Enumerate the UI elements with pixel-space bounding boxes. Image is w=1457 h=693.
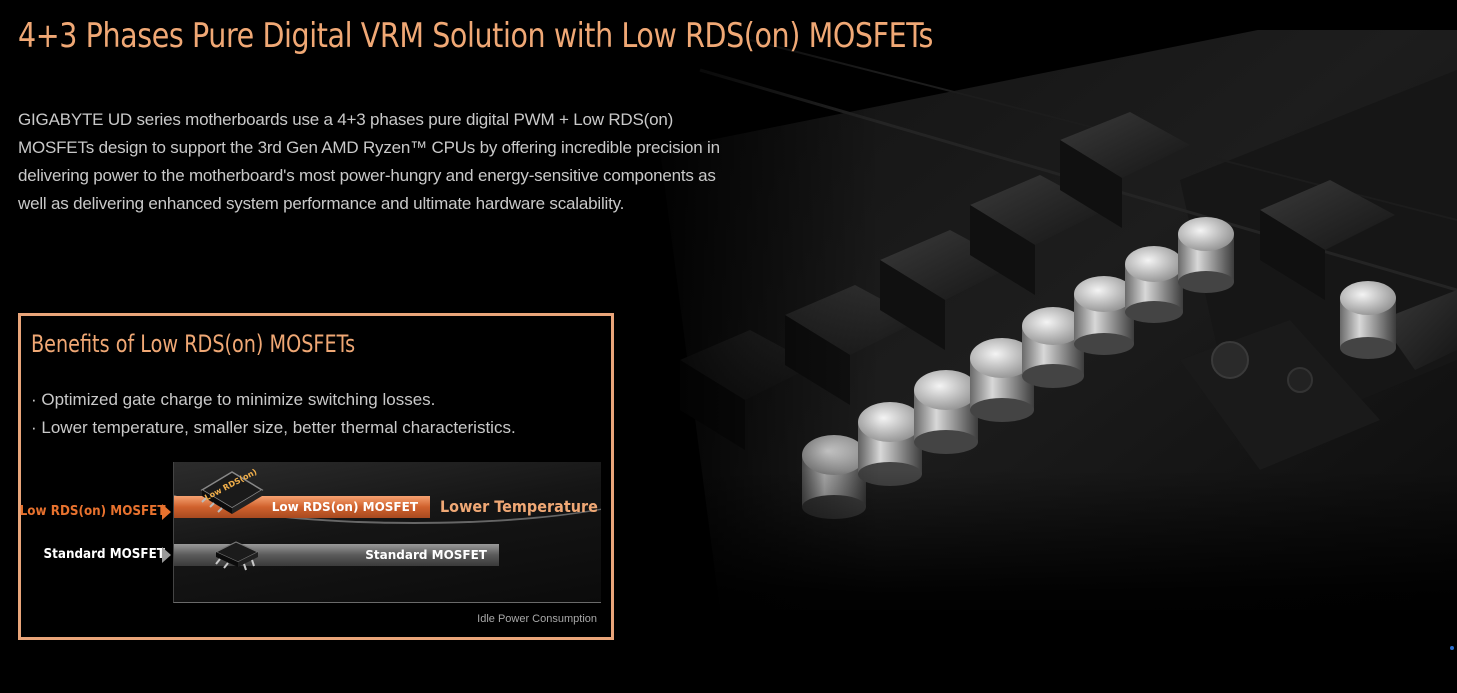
background-fade-bottom bbox=[560, 470, 1457, 693]
chart-bar-label: Standard MOSFET bbox=[365, 548, 487, 562]
chart-decoration bbox=[174, 462, 601, 524]
list-item: · Optimized gate charge to minimize swit… bbox=[31, 390, 436, 409]
indicator-dot bbox=[1450, 646, 1454, 650]
benefits-panel: Benefits of Low RDS(on) MOSFETs · Optimi… bbox=[18, 313, 614, 640]
chart-annotation-lower-temperature: Lower Temperature bbox=[440, 497, 598, 516]
chart-category-label-low: Low RDS(on) MOSFET bbox=[19, 504, 165, 519]
chart-x-axis-label: Idle Power Consumption bbox=[477, 613, 597, 625]
mosfet-comparison-chart: Low RDS(on) MOSFET Lower Temperature Sta… bbox=[173, 462, 601, 603]
intro-paragraph: GIGABYTE UD series motherboards use a 4+… bbox=[18, 110, 720, 213]
chart-bar-standard: Standard MOSFET bbox=[174, 544, 499, 566]
benefits-list: · Optimized gate charge to minimize swit… bbox=[31, 386, 516, 442]
benefits-title: Benefits of Low RDS(on) MOSFETs bbox=[31, 330, 356, 358]
list-item: · Lower temperature, smaller size, bette… bbox=[31, 418, 516, 437]
chart-category-label-standard: Standard MOSFET bbox=[43, 547, 165, 562]
mosfet-chip-icon: Low RDS(on) bbox=[200, 467, 264, 514]
mosfet-chip-icon bbox=[214, 541, 260, 571]
chart-bar-label: Low RDS(on) MOSFET bbox=[271, 500, 418, 514]
arrow-right-icon bbox=[162, 504, 171, 520]
page-title: 4+3 Phases Pure Digital VRM Solution wit… bbox=[18, 16, 933, 56]
arrow-right-icon bbox=[162, 547, 171, 563]
